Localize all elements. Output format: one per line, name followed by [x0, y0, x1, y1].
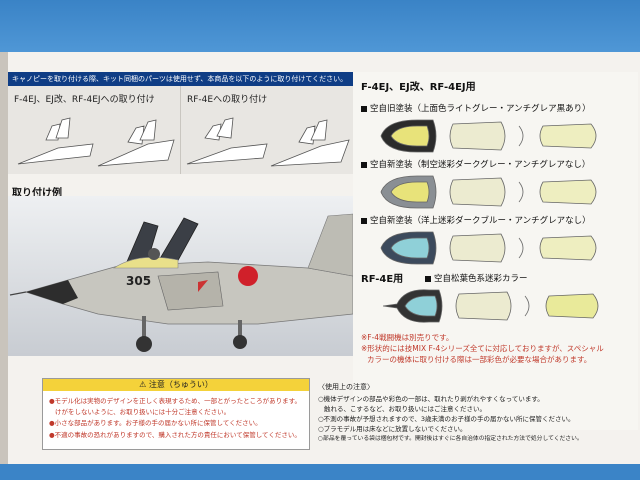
usage-line: 触れる、こするなど、お取り扱いにはご注意ください。	[324, 405, 487, 413]
panel-f4ej-install: F-4EJ、EJ改、RF-4EJへの取り付け	[8, 86, 181, 174]
variant-maritime: 空自新塗装（洋上迷彩ダークブルー・アンチグレアなし）	[361, 214, 591, 226]
usage-line: ○不測の事故が予想されますので、3歳未満のお子様の手の届かない所に保管ください。	[318, 415, 575, 423]
usage-line: ○機体デザインの部品や彩色の一部は、取れたり剥がれやすくなっています。	[318, 395, 544, 403]
box-top-band	[0, 0, 640, 52]
canopy-parts-old-icon	[380, 119, 597, 153]
bullet-square-icon	[361, 105, 367, 112]
variant-label: 空自松葉色系迷彩カラー	[434, 274, 528, 284]
rf4e-diagram-icon	[186, 117, 350, 167]
variant-label: 空自新塗装（洋上迷彩ダークブルー・アンチグレアなし）	[370, 216, 591, 226]
panel-rf4e-install: RF-4Eへの取り付け	[181, 86, 354, 174]
bullet-square-icon	[425, 275, 431, 282]
canopy-parts-rf4e-icon	[383, 289, 599, 323]
box-bottom-band	[0, 464, 640, 480]
variants-title: F-4EJ、EJ改、RF-4EJ用	[361, 82, 476, 93]
canopy-parts-grey-icon	[380, 175, 597, 209]
canopy-parts-blue-icon	[380, 231, 597, 265]
caution-box: ⚠ 注意（ちゅうい） ●モデル化は実物のデザインを正しく表現するため、一部とがっ…	[42, 378, 310, 450]
section-title: 取り付け例	[12, 188, 62, 199]
usage-line: ○プラモデル用は床などに放置しないでください。	[318, 425, 467, 433]
variant-label: 空自旧塗装（上面色ライトグレー・アンチグレア黒あり）	[370, 104, 591, 114]
box-left-edge	[0, 52, 8, 464]
caution-line: ●モデル化は実物のデザインを正しく表現するため、一部とがったところがあります。	[49, 397, 302, 405]
aircraft-photo: 305	[8, 196, 353, 356]
caution-line: ●小さな部品があります。お子様の手の届かない所に保管してください。	[49, 419, 262, 427]
f4-phantom-image	[8, 196, 353, 356]
note-line: ※形状的には技MIX F-4シリーズ全てに対応しておりますが、スペシャル	[361, 344, 604, 353]
caution-line: けがをしないように、お取り扱いには十分ご注意ください。	[55, 408, 231, 416]
panel-label: F-4EJ、EJ改、RF-4EJへの取り付け	[14, 95, 155, 105]
caution-header: ⚠ 注意（ちゅうい）	[43, 379, 309, 391]
bullet-square-icon	[361, 161, 367, 168]
warning-triangle-icon: ⚠	[139, 380, 147, 389]
caution-title: 注意（ちゅうい）	[148, 380, 213, 389]
instruction-banner: キャノピーを取り付ける際、キット同梱のパーツは使用せず、本商品を以下のように取り…	[8, 72, 353, 86]
variant-old-scheme: 空自旧塗装（上面色ライトグレー・アンチグレア黒あり）	[361, 102, 591, 114]
note-line: カラーの機体に取り付ける際は一部彩色が必要な場合があります。	[367, 355, 592, 364]
usage-line: ○部品を覆っている袋は梱包材です。開封後はすぐに各自治体の指定された方法で処分し…	[318, 436, 583, 442]
caution-line: ●不適の事故の恐れがありますので、購入された方の責任において保管してください。	[49, 431, 301, 439]
variant-air-superiority: 空自新塗装（制空迷彩ダークグレー・アンチグレアなし）	[361, 158, 590, 170]
rf4e-title: RF-4E用	[361, 274, 404, 285]
color-variants-panel: F-4EJ、EJ改、RF-4EJ用 空自旧塗装（上面色ライトグレー・アンチグレア…	[353, 72, 638, 430]
variant-rf4e-camo: 空自松葉色系迷彩カラー	[425, 272, 528, 284]
panel-label: RF-4Eへの取り付け	[187, 95, 268, 105]
aircraft-number: 305	[126, 274, 152, 288]
bullet-square-icon	[361, 217, 367, 224]
variant-label: 空自新塗装（制空迷彩ダークグレー・アンチグレアなし）	[370, 160, 591, 170]
usage-title: 〈使用上の注意〉	[318, 383, 374, 391]
f4ej-diagram-icon	[17, 117, 175, 167]
note-line: ※F-4戦闘機は別売りです。	[361, 333, 454, 342]
